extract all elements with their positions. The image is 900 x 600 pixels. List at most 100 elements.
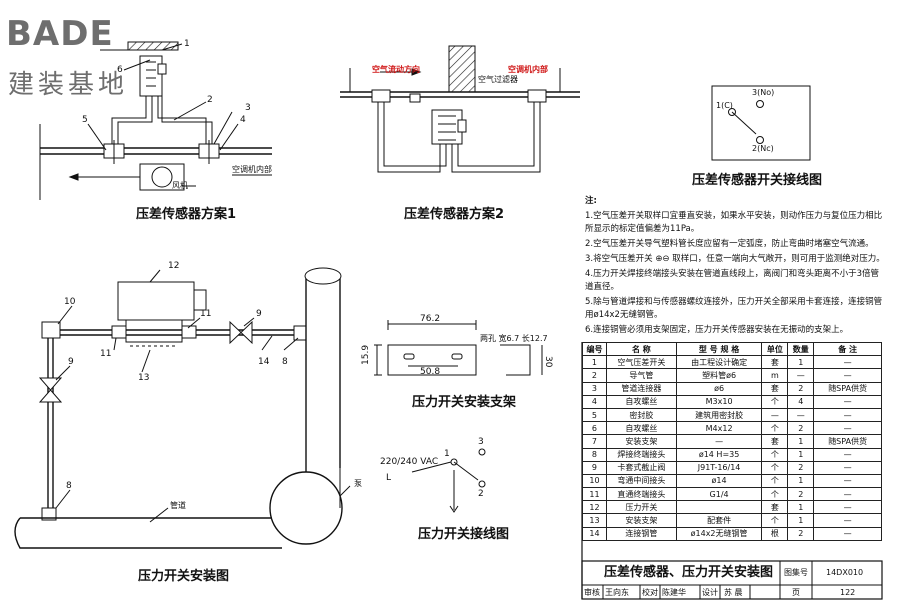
table-cell: 安装支架 <box>605 513 677 528</box>
table-cell: 连接钢管 <box>605 526 677 541</box>
scheme2-airflow-label: 空气流动方向 <box>372 65 420 74</box>
pump-label: 泵 <box>354 479 362 488</box>
table-cell: 直通终端接头 <box>605 487 677 502</box>
note-item: 5.除与管道焊接和与传感器螺纹连接外，压力开关全部采用卡套连接，连接铜管用ø14… <box>585 297 883 320</box>
table-cell: 由工程设计确定 <box>675 355 763 370</box>
bracket-dim-height: 15.9 <box>361 344 371 365</box>
scheme1-title: 压差传感器方案1 <box>136 207 237 222</box>
pressure-install-title: 压力开关安装图 <box>138 569 230 584</box>
designer-name: 苏 晨 <box>724 588 743 597</box>
header-cell: 单位 <box>761 341 789 357</box>
table-cell: 1 <box>787 447 815 462</box>
page-label: 页 <box>792 588 800 597</box>
scheme1-callout-5: 5 <box>82 115 88 125</box>
notes-heading: 注: <box>585 196 597 206</box>
table-cell: — <box>813 394 882 409</box>
install-callout-8-right: 8 <box>282 357 288 367</box>
install-callout-14: 14 <box>258 357 270 367</box>
wiring-terminal-3: 3 <box>478 437 484 447</box>
scheme1-callout-2: 2 <box>207 95 213 105</box>
table-cell: ø14 H=35 <box>675 447 763 462</box>
scheme1-callout-3: 3 <box>245 103 251 113</box>
pressure-wiring-drawing <box>411 448 486 513</box>
table-cell: 2 <box>787 421 815 436</box>
pipe-label: 管道 <box>170 501 186 510</box>
table-cell: 管道连接器 <box>605 381 677 396</box>
wiring-line-L: L <box>386 473 392 483</box>
drawing-title: 压差传感器、压力开关安装图 <box>604 565 774 580</box>
table-cell: — <box>813 487 882 502</box>
table-cell: 5 <box>582 407 607 423</box>
bracket-dim-inner: 50.8 <box>420 367 441 377</box>
table-cell: 7 <box>582 434 607 449</box>
scheme1-callout-4: 4 <box>240 115 246 125</box>
table-cell: 个 <box>761 487 789 502</box>
table-cell: 个 <box>761 421 789 436</box>
table-cell: 1 <box>787 473 815 489</box>
table-cell: — <box>813 513 882 528</box>
table-cell: — <box>813 447 882 462</box>
table-cell: 9 <box>582 460 607 475</box>
checker-name: 陈建华 <box>662 588 686 597</box>
wiring-voltage: 220/240 VAC <box>380 457 439 467</box>
table-cell: 11 <box>582 487 607 502</box>
pressure-wiring-title: 压力开关接线图 <box>418 527 510 542</box>
logo-latin-text: BADE <box>6 14 114 54</box>
install-callout-13: 13 <box>138 373 150 383</box>
table-cell: 套 <box>761 500 789 515</box>
table-cell: 建筑用密封胶 <box>675 407 763 423</box>
table-cell: 空气压差开关 <box>605 355 677 370</box>
table-cell: ø14 <box>675 473 763 489</box>
table-cell: 弯通中间接头 <box>605 473 677 489</box>
table-cell: — <box>813 460 882 475</box>
install-callout-10: 10 <box>64 297 76 307</box>
scheme2-title: 压差传感器方案2 <box>404 207 505 222</box>
table-cell: — <box>813 407 882 423</box>
table-cell: — <box>813 421 882 436</box>
table-cell: — <box>813 526 882 541</box>
bracket-dim-width: 76.2 <box>420 314 441 324</box>
table-cell: 12 <box>582 500 607 515</box>
table-cell: 2 <box>787 460 815 475</box>
table-cell: 个 <box>761 447 789 462</box>
scheme1-drawing <box>39 41 272 200</box>
table-cell: G1/4 <box>675 487 763 502</box>
table-cell: 个 <box>761 394 789 409</box>
switch-wiring-title: 压差传感器开关接线图 <box>692 173 823 188</box>
table-cell: 根 <box>761 526 789 541</box>
bracket-hole-note: 两孔 宽6.7 长12.7 <box>480 334 548 343</box>
table-cell: 自攻螺丝 <box>605 394 677 409</box>
table-cell: 1 <box>787 500 815 515</box>
table-cell: 导气管 <box>605 368 677 383</box>
table-cell: 2 <box>582 368 607 383</box>
table-cell: — <box>787 368 815 383</box>
terminal-1-c: 1(C) <box>716 101 733 110</box>
wiring-terminal-2: 2 <box>478 489 484 499</box>
table-header-row: 编号 名 称 型 号 规 格 单位 数量 备 注 <box>582 341 882 357</box>
design-label: 设计 <box>702 588 718 597</box>
table-cell: 6 <box>582 421 607 436</box>
table-cell: 个 <box>761 473 789 489</box>
table-cell: 配套件 <box>675 513 763 528</box>
table-cell: 8 <box>582 447 607 462</box>
table-cell: — <box>813 473 882 489</box>
scheme1-callout-6: 6 <box>117 65 123 75</box>
scheme1-callout-1: 1 <box>184 39 190 49</box>
table-cell: — <box>813 355 882 370</box>
table-cell: — <box>761 407 789 423</box>
table-cell: J91T-16/14 <box>675 460 763 475</box>
terminal-3-no: 3(No) <box>752 88 775 97</box>
table-cell: 自攻螺丝 <box>605 421 677 436</box>
table-cell: 14 <box>582 526 607 541</box>
note-item: 2.空气压差开关导气塑料管长度应留有一定弧度，防止弯曲时堵塞空气流通。 <box>585 239 874 249</box>
scheme1-fan-label: 风机 <box>172 181 188 190</box>
